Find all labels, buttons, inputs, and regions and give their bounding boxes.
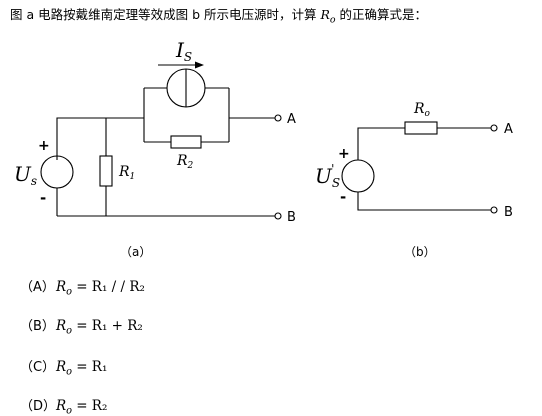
resistor-ro — [404, 121, 438, 135]
voltage-source-us-prime — [341, 159, 375, 193]
minus-sign-a: - — [40, 189, 46, 207]
option-d-rhs: = R₂ — [76, 398, 108, 414]
current-arrow-head — [195, 61, 204, 69]
label-us-prime: US' — [315, 162, 340, 190]
option-a-rhs: = R₁ / / R₂ — [76, 279, 145, 295]
terminal-b-circle — [274, 212, 282, 220]
resistor-r2 — [170, 135, 202, 149]
caption-b: （b） — [404, 245, 436, 259]
question-text: 图 a 电路按戴维南定理等效成图 b 所示电压源时，计算 Ro 的正确算式是： — [10, 4, 427, 25]
caption-a: （a） — [120, 245, 152, 259]
option-b-lhs: R — [56, 318, 67, 334]
option-d-lhs-sub: o — [66, 405, 73, 416]
option-b-lhs-sub: o — [66, 325, 73, 337]
option-a[interactable]: （A）Ro = R₁ / / R₂ — [20, 276, 145, 297]
option-a-lhs-sub: o — [66, 286, 73, 298]
voltage-source-us — [40, 155, 74, 189]
option-c[interactable]: （C）Ro = R₁ — [20, 356, 107, 377]
terminal-b-label: B — [287, 210, 296, 225]
option-d[interactable]: （D）Ro = R₂ — [20, 395, 107, 416]
wire-a-top-left — [56, 117, 144, 160]
label-r2: R2 — [176, 153, 194, 171]
option-c-letter: （C） — [20, 360, 56, 375]
question-prefix: 图 a 电路按戴维南定理等效成图 b 所示电压源时，计算 — [10, 7, 321, 22]
option-c-lhs-sub: o — [66, 366, 73, 378]
option-b-rhs: = R₁ + R₂ — [76, 318, 143, 334]
wire-b-bottom — [357, 192, 491, 211]
terminal-a-circle — [274, 114, 282, 122]
terminal-a-label-b: A — [504, 122, 513, 137]
wire-b-top — [357, 127, 405, 160]
option-c-lhs: R — [56, 359, 67, 375]
minus-sign-b: - — [340, 188, 346, 206]
option-d-lhs: R — [56, 398, 67, 414]
terminal-a-circle-b — [490, 124, 498, 132]
label-r1: R1 — [118, 164, 135, 182]
question-variable-sub: o — [329, 14, 336, 26]
option-d-letter: （D） — [20, 399, 57, 414]
label-is: IS — [175, 38, 192, 64]
resistor-r1 — [99, 155, 113, 187]
question-variable: R — [320, 7, 330, 22]
terminal-b-label-b: B — [504, 205, 513, 220]
label-us: Us — [14, 162, 37, 188]
terminal-b-circle-b — [490, 206, 498, 214]
option-b[interactable]: （B）Ro = R₁ + R₂ — [20, 315, 143, 336]
label-ro: Ro — [413, 101, 431, 119]
option-a-letter: （A） — [20, 280, 55, 295]
question-suffix: 的正确算式是： — [335, 7, 428, 22]
option-a-lhs: R — [56, 279, 67, 295]
option-c-rhs: = R₁ — [76, 359, 108, 375]
plus-sign-a: + — [38, 138, 50, 154]
terminal-a-label: A — [287, 112, 296, 127]
plus-sign-b: + — [338, 146, 350, 162]
option-b-letter: （B） — [20, 319, 55, 334]
